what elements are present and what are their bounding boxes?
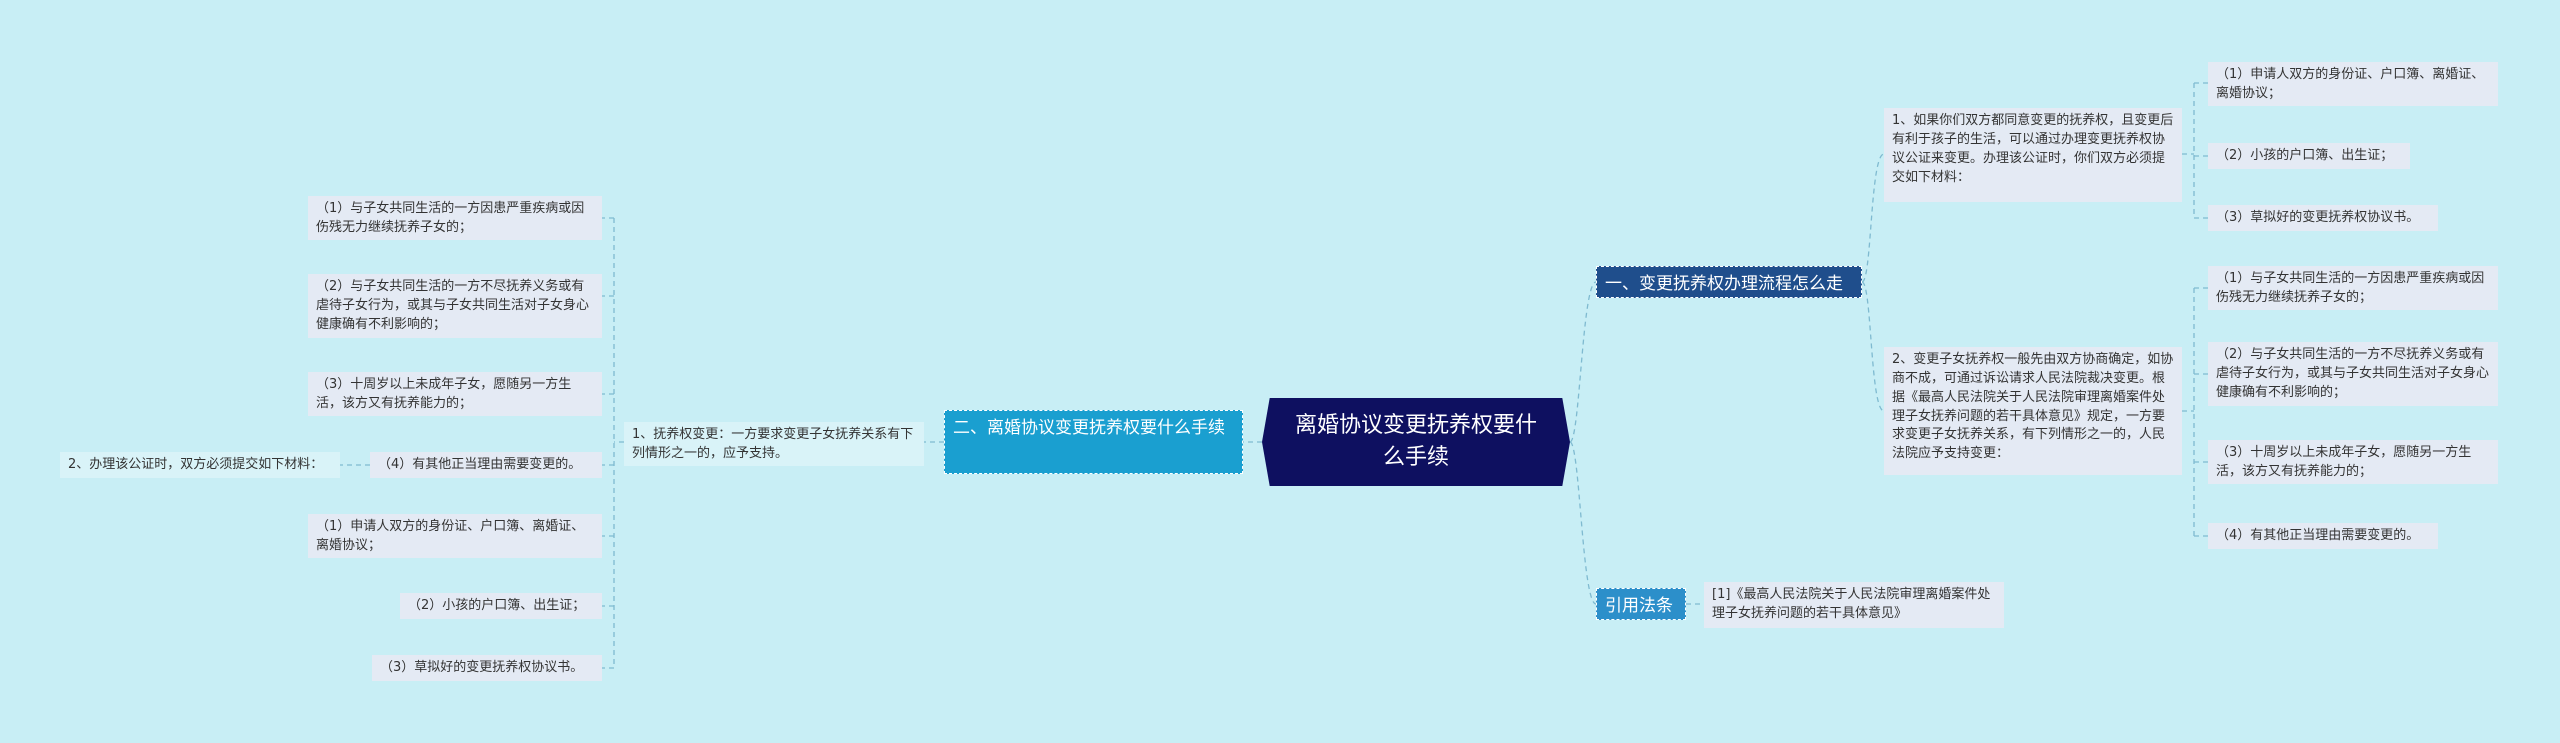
branch-references[interactable]: 引用法条 xyxy=(1596,588,1686,620)
branch-process-label: 一、变更抚养权办理流程怎么走 xyxy=(1605,274,1843,294)
left-item-5[interactable]: （1）申请人双方的身份证、户口簿、离婚证、离婚协议； xyxy=(308,514,602,558)
process-step-2[interactable]: 2、变更子女抚养权一般先由双方协商确定，如协商不成，可通过诉讼请求人民法院裁决变… xyxy=(1884,347,2182,475)
root-title: 离婚协议变更抚养权要什么手续 xyxy=(1294,413,1537,470)
procedure-step-1-text: 1、抚养权变更：一方要求变更子女抚养关系有下列情形之一的，应予支持。 xyxy=(632,427,914,461)
left-item-5-text: （1）申请人双方的身份证、户口簿、离婚证、离婚协议； xyxy=(316,519,585,553)
left-item-7[interactable]: （3）草拟好的变更抚养权协议书。 xyxy=(372,655,602,681)
procedure-step-2[interactable]: 2、办理该公证时，双方必须提交如下材料： xyxy=(60,452,340,478)
branch-process[interactable]: 一、变更抚养权办理流程怎么走 xyxy=(1596,266,1862,298)
reference-item[interactable]: [1]《最高人民法院关于人民法院审理离婚案件处理子女抚养问题的若干具体意见》 xyxy=(1704,582,2004,628)
step1-item-1-text: （1）申请人双方的身份证、户口簿、离婚证、离婚协议； xyxy=(2216,67,2485,101)
left-item-1-text: （1）与子女共同生活的一方因患严重疾病或因伤残无力继续抚养子女的； xyxy=(316,201,585,235)
step1-item-3[interactable]: （3）草拟好的变更抚养权协议书。 xyxy=(2208,205,2438,231)
left-item-4[interactable]: （4）有其他正当理由需要变更的。 xyxy=(370,452,602,478)
process-step-1[interactable]: 1、如果你们双方都同意变更的抚养权，且变更后有利于孩子的生活，可以通过办理变更抚… xyxy=(1884,108,2182,202)
step2-item-4-text: （4）有其他正当理由需要变更的。 xyxy=(2216,528,2420,543)
step2-item-3-text: （3）十周岁以上未成年子女，愿随另一方生活，该方又有抚养能力的； xyxy=(2216,445,2472,479)
left-item-2[interactable]: （2）与子女共同生活的一方不尽抚养义务或有虐待子女行为，或其与子女共同生活对子女… xyxy=(308,274,602,338)
step1-item-3-text: （3）草拟好的变更抚养权协议书。 xyxy=(2216,210,2420,225)
left-item-6-text: （2）小孩的户口簿、出生证； xyxy=(408,598,586,613)
process-step-1-text: 1、如果你们双方都同意变更的抚养权，且变更后有利于孩子的生活，可以通过办理变更抚… xyxy=(1892,113,2174,185)
branch-procedures-label: 二、离婚协议变更抚养权要什么手续 xyxy=(953,418,1225,438)
left-item-3-text: （3）十周岁以上未成年子女，愿随另一方生活，该方又有抚养能力的； xyxy=(316,377,572,411)
process-step-2-text: 2、变更子女抚养权一般先由双方协商确定，如协商不成，可通过诉讼请求人民法院裁决变… xyxy=(1892,352,2174,462)
step1-item-2[interactable]: （2）小孩的户口簿、出生证； xyxy=(2208,143,2410,169)
procedure-step-2-text: 2、办理该公证时，双方必须提交如下材料： xyxy=(68,457,324,472)
step2-item-4[interactable]: （4）有其他正当理由需要变更的。 xyxy=(2208,523,2438,549)
procedure-step-1[interactable]: 1、抚养权变更：一方要求变更子女抚养关系有下列情形之一的，应予支持。 xyxy=(624,422,924,466)
root-topic[interactable]: 离婚协议变更抚养权要什么手续 xyxy=(1262,398,1570,486)
step1-item-1[interactable]: （1）申请人双方的身份证、户口簿、离婚证、离婚协议； xyxy=(2208,62,2498,106)
step2-item-1-text: （1）与子女共同生活的一方因患严重疾病或因伤残无力继续抚养子女的； xyxy=(2216,271,2485,305)
step2-item-2-text: （2）与子女共同生活的一方不尽抚养义务或有虐待子女行为，或其与子女共同生活对子女… xyxy=(2216,347,2490,400)
reference-text: [1]《最高人民法院关于人民法院审理离婚案件处理子女抚养问题的若干具体意见》 xyxy=(1712,587,1991,621)
step1-item-2-text: （2）小孩的户口簿、出生证； xyxy=(2216,148,2394,163)
left-item-6[interactable]: （2）小孩的户口簿、出生证； xyxy=(400,593,602,619)
branch-references-label: 引用法条 xyxy=(1605,596,1673,616)
branch-procedures[interactable]: 二、离婚协议变更抚养权要什么手续 xyxy=(944,410,1243,474)
step2-item-2[interactable]: （2）与子女共同生活的一方不尽抚养义务或有虐待子女行为，或其与子女共同生活对子女… xyxy=(2208,342,2498,406)
step2-item-1[interactable]: （1）与子女共同生活的一方因患严重疾病或因伤残无力继续抚养子女的； xyxy=(2208,266,2498,310)
step2-item-3[interactable]: （3）十周岁以上未成年子女，愿随另一方生活，该方又有抚养能力的； xyxy=(2208,440,2498,484)
left-item-2-text: （2）与子女共同生活的一方不尽抚养义务或有虐待子女行为，或其与子女共同生活对子女… xyxy=(316,279,590,332)
left-item-4-text: （4）有其他正当理由需要变更的。 xyxy=(378,457,582,472)
left-item-7-text: （3）草拟好的变更抚养权协议书。 xyxy=(380,660,584,675)
left-item-1[interactable]: （1）与子女共同生活的一方因患严重疾病或因伤残无力继续抚养子女的； xyxy=(308,196,602,240)
left-item-3[interactable]: （3）十周岁以上未成年子女，愿随另一方生活，该方又有抚养能力的； xyxy=(308,372,602,416)
